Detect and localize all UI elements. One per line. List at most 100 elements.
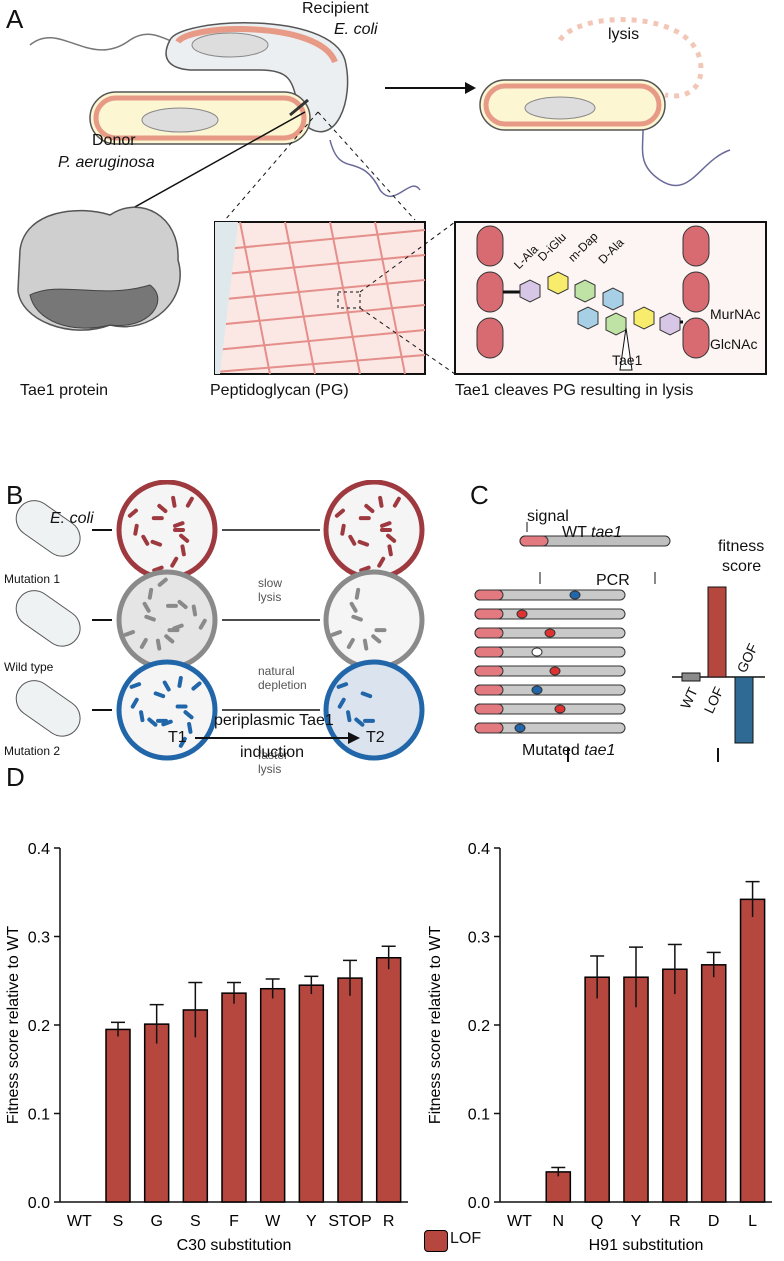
b-bacterium: [171, 495, 177, 508]
b-row-note-2a: natural: [258, 664, 295, 678]
bar-y: [623, 976, 649, 1203]
y-tick-label: 0.1: [28, 1107, 50, 1124]
bar-g: [143, 1023, 170, 1203]
c-read-mutation-5: [531, 685, 543, 695]
b-bacterium: [362, 638, 369, 651]
b-row-label-wild-type: Wild type: [4, 660, 54, 674]
b-bacterium: [360, 691, 373, 699]
b-plate-t2-1: [323, 569, 425, 671]
b-bacterium: [139, 710, 145, 723]
b-plate-t1-1: [116, 569, 218, 671]
b-bacterium: [157, 577, 168, 587]
b-bacterium: [133, 523, 139, 536]
c-wt-prefix: WT: [562, 524, 592, 541]
bar-n: [545, 1171, 572, 1203]
y-axis-label: Fitness score relative to WT: [427, 926, 444, 1125]
b-bacterium: [374, 628, 387, 633]
b-bacterium: [346, 638, 355, 649]
x-tick-label: Y: [631, 1213, 642, 1230]
panel-letter-a: A: [6, 4, 24, 34]
donor-species: P. aeruginosa: [58, 154, 155, 171]
y-tick-label: 0.4: [28, 841, 50, 858]
bar-d: [700, 964, 727, 1203]
b-bacterium: [130, 697, 139, 709]
b-bacterium: [147, 587, 154, 600]
c-read-signal-4: [474, 665, 504, 677]
c-mutated-prefix: Mutated: [522, 742, 585, 759]
c-wt-gene: tae1: [591, 524, 623, 541]
bar-r: [375, 956, 402, 1203]
b-bacterium: [183, 710, 194, 720]
murnac-label: MurNAc: [710, 306, 761, 322]
x-axis-label: H91 substitution: [589, 1237, 704, 1254]
panel-letter-b: B: [6, 480, 24, 510]
b-bacterium: [358, 516, 371, 521]
b-bacterium: [348, 534, 357, 546]
bar-r: [662, 968, 688, 1203]
x-tick-label: STOP: [328, 1213, 371, 1230]
b-bacterium: [191, 681, 202, 691]
y-tick-label: 0.4: [468, 841, 490, 858]
x-tick-label: W: [265, 1213, 281, 1230]
b-arrow-top-label: periplasmic Tae1: [214, 712, 334, 729]
b-bacterium: [185, 496, 194, 508]
tae1-cleavage-label: Tae1: [612, 352, 643, 368]
c-read-signal-5: [474, 684, 504, 696]
x-tick-label: R: [669, 1213, 681, 1230]
b-bacterium: [144, 614, 156, 622]
b-bacterium: [152, 565, 164, 573]
recipient-species: E. coli: [334, 21, 378, 38]
b-row-note-3a: faster: [258, 748, 289, 762]
b-bacterium: [351, 614, 363, 622]
x-tick-label: L: [748, 1213, 757, 1230]
b-bacterium: [364, 503, 375, 514]
b-bacterium: [336, 682, 349, 689]
b-bacterium: [191, 604, 198, 617]
b-bacterium: [378, 495, 384, 508]
c-fitness-line1: fitness: [718, 538, 765, 555]
panel-c-illustration: [474, 522, 765, 762]
y-axis-label: Fitness score relative to WT: [5, 926, 22, 1125]
recipient-label: Recipient: [302, 0, 369, 17]
panel-letter-d: D: [6, 762, 25, 792]
b-row-label-mutation-1: Mutation 1: [4, 572, 61, 586]
b-bacterium: [337, 697, 346, 709]
b-bacterium: [157, 503, 168, 514]
b-cell-0: [15, 500, 81, 557]
b-bacterium: [164, 634, 175, 644]
b-bacterium: [380, 528, 392, 532]
b-t2-label: T2: [366, 729, 385, 746]
b-plate-t1-0: [116, 480, 218, 581]
c-fitness-line2: score: [722, 558, 762, 575]
bar-f: [221, 992, 247, 1203]
donor-label: Donor: [92, 132, 136, 149]
b-bacterium: [179, 533, 190, 543]
x-tick-label: S: [190, 1213, 201, 1230]
b-bacterium: [330, 630, 343, 637]
y-tick-label: 0.0: [28, 1195, 50, 1212]
c-read-mutation-1: [516, 609, 528, 619]
bar-stop: [337, 977, 363, 1203]
b-bacterium: [371, 634, 382, 644]
c-read-mutation-7: [514, 723, 526, 733]
pg-caption: Peptidoglycan (PG): [210, 382, 349, 399]
c-read-signal-0: [474, 589, 504, 601]
c-wt-gene-label: WT tae1: [562, 524, 622, 542]
b-bacterium: [357, 539, 370, 547]
b-bacterium: [363, 718, 376, 723]
c-read-signal-1: [474, 608, 504, 620]
c-read-signal-2: [474, 627, 504, 639]
b-plate-t1-2: [116, 659, 218, 761]
b-bacterium: [147, 717, 158, 727]
b-bacterium: [173, 528, 185, 532]
x-tick-label: WT: [67, 1213, 92, 1230]
b-bacterium: [175, 704, 188, 709]
b-t1-label: T1: [168, 729, 187, 746]
b-plate-t2-0: [323, 480, 425, 581]
b-bacterium: [151, 516, 164, 521]
b-cell-1: [15, 590, 81, 647]
x-tick-label: N: [553, 1213, 565, 1230]
b-bacterium: [340, 523, 346, 536]
